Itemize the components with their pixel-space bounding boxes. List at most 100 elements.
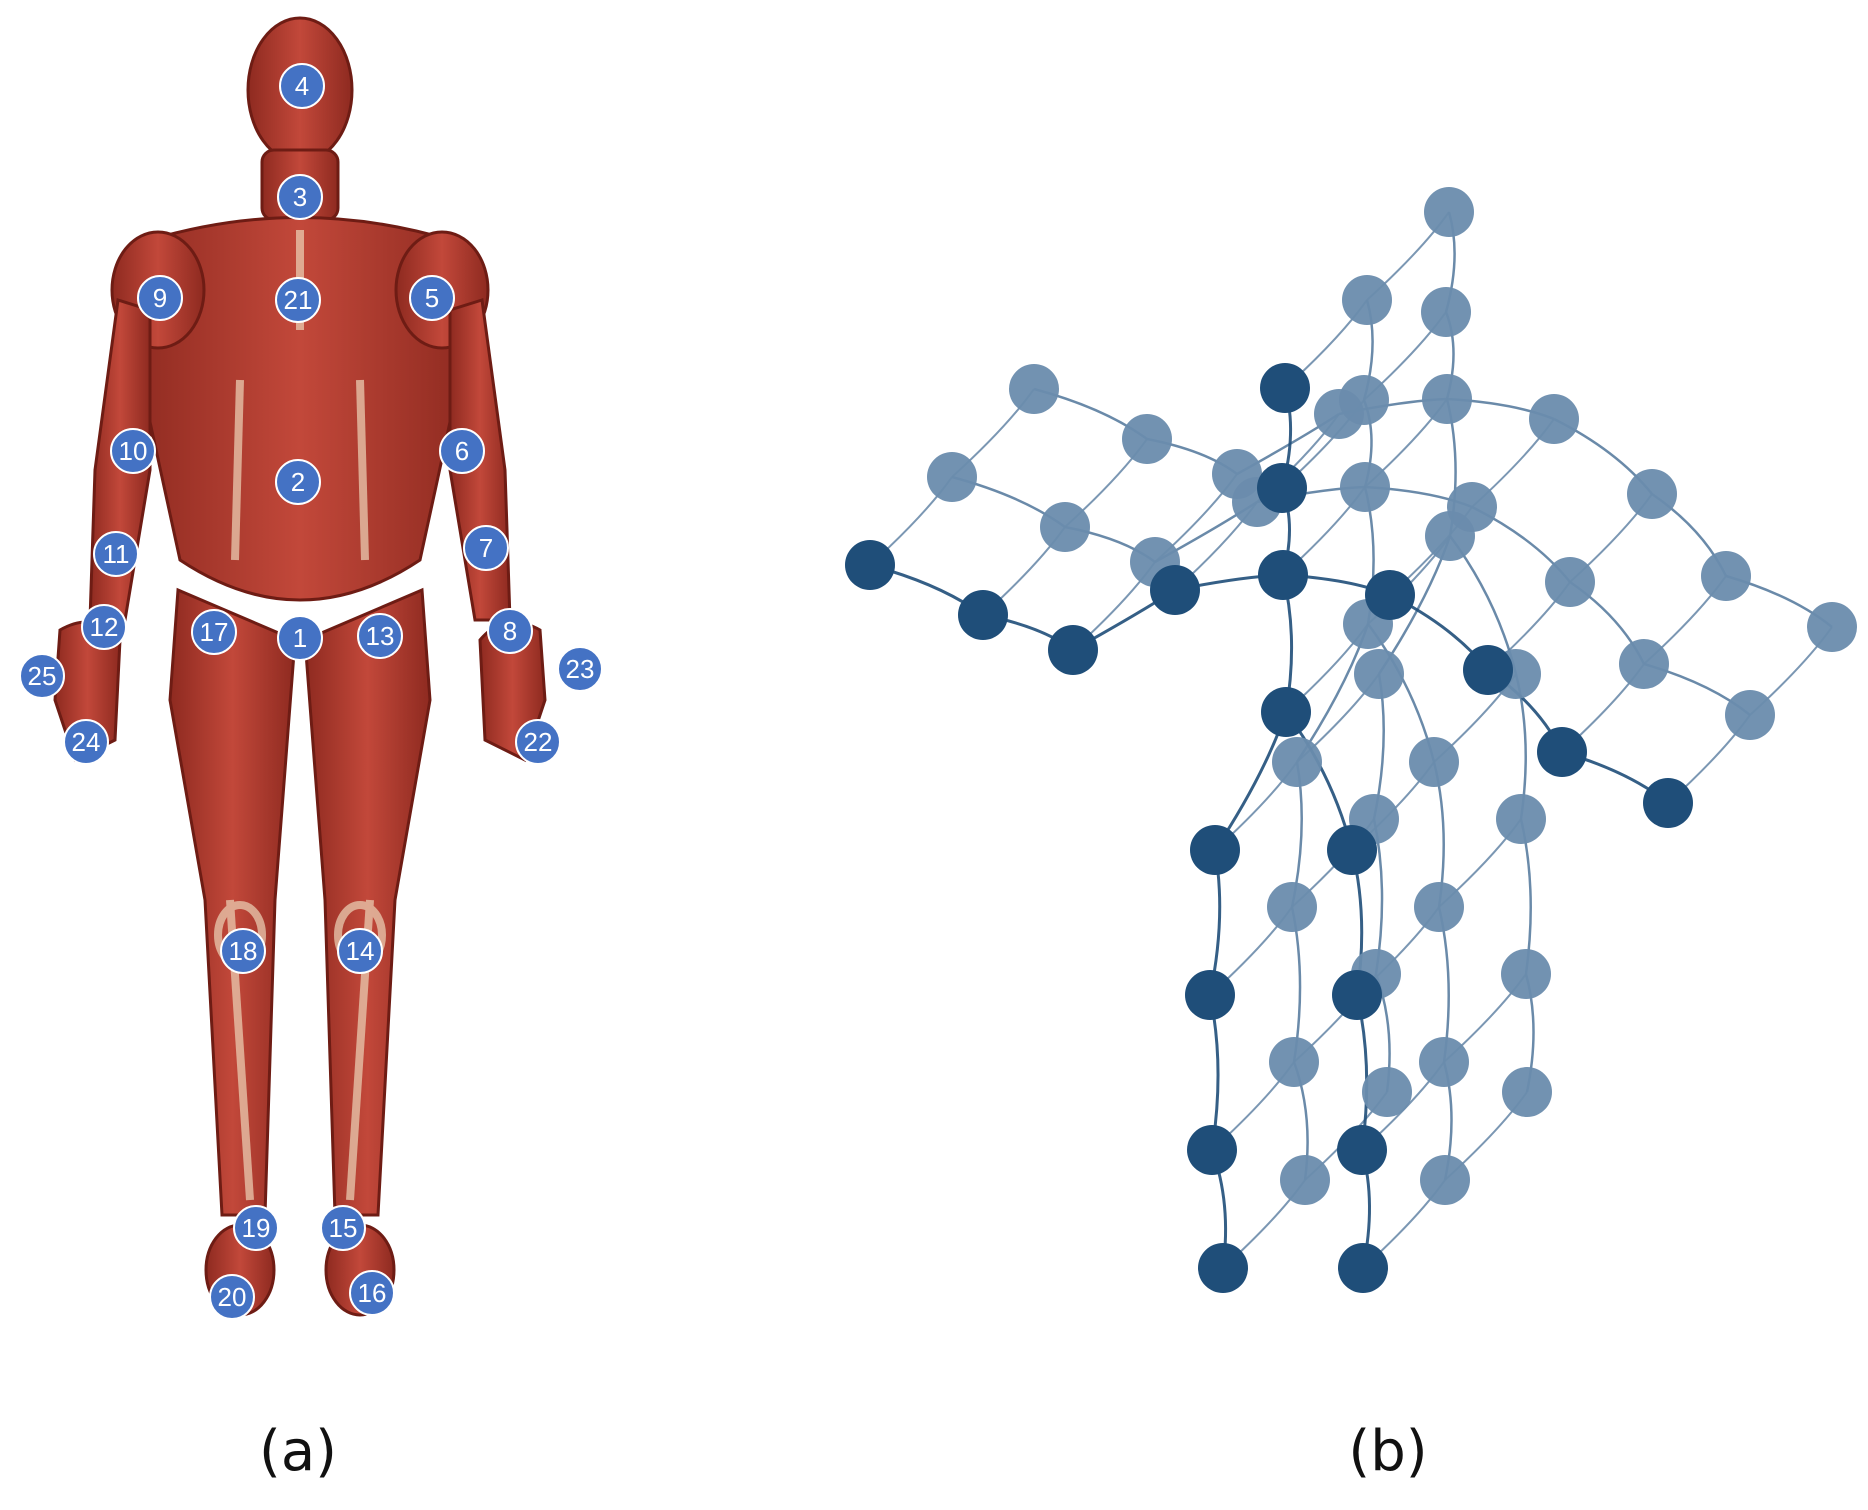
joint-label: 25 xyxy=(28,661,57,691)
graph-node xyxy=(1447,482,1497,532)
graph-node xyxy=(1340,462,1390,512)
graph-node xyxy=(1048,625,1098,675)
joint-marker: 6 xyxy=(439,428,485,474)
joint-marker-circle xyxy=(337,928,383,974)
joint-label: 8 xyxy=(503,616,517,646)
graph-node xyxy=(845,540,895,590)
joint-label: 7 xyxy=(479,533,493,563)
graph-node xyxy=(1419,1037,1469,1087)
graph-node xyxy=(1150,565,1200,615)
graph-node xyxy=(1280,1155,1330,1205)
graph-node xyxy=(1362,1067,1412,1117)
joint-label: 2 xyxy=(291,467,305,497)
joint-label: 23 xyxy=(566,654,595,684)
graph-node xyxy=(1463,645,1513,695)
joint-marker-circle xyxy=(557,646,603,692)
graph-node xyxy=(1339,375,1389,425)
joint-marker-circle xyxy=(277,174,323,220)
joint-label: 1 xyxy=(293,623,307,653)
joint-marker-circle xyxy=(409,275,455,321)
joint-marker: 3 xyxy=(277,174,323,220)
joint-marker-circle xyxy=(349,1270,395,1316)
joint-label: 10 xyxy=(119,436,148,466)
joint-marker: 25 xyxy=(19,653,65,699)
joint-label: 6 xyxy=(455,436,469,466)
graph-node xyxy=(1501,949,1551,999)
graph-node xyxy=(1185,970,1235,1020)
graph-node xyxy=(1496,794,1546,844)
graph-node xyxy=(1040,502,1090,552)
joint-marker: 22 xyxy=(515,719,561,765)
joint-label: 11 xyxy=(103,539,130,569)
graph-node xyxy=(1643,778,1693,828)
graph-nodes xyxy=(845,187,1857,1293)
graph-node xyxy=(958,590,1008,640)
graph-node xyxy=(1190,825,1240,875)
joint-label: 24 xyxy=(72,727,101,757)
joint-label: 21 xyxy=(284,285,313,315)
joint-label: 9 xyxy=(153,283,167,313)
joint-marker-circle xyxy=(463,525,509,571)
graph-node xyxy=(1422,374,1472,424)
joint-marker: 4 xyxy=(279,63,325,109)
joint-marker-circle xyxy=(439,428,485,474)
joint-marker: 23 xyxy=(557,646,603,692)
joint-marker-circle xyxy=(515,719,561,765)
graph-node xyxy=(1267,882,1317,932)
graph-node xyxy=(1725,690,1775,740)
graph-node xyxy=(1529,394,1579,444)
graph-node xyxy=(1807,602,1857,652)
joint-label: 3 xyxy=(293,182,307,212)
joint-marker: 19 xyxy=(233,1205,279,1251)
joint-marker: 10 xyxy=(110,428,156,474)
graph-node xyxy=(1421,287,1471,337)
joint-label: 12 xyxy=(90,612,119,642)
joint-label: 14 xyxy=(346,936,375,966)
graph-node xyxy=(1420,1155,1470,1205)
graph-node xyxy=(1269,1037,1319,1087)
graph-node xyxy=(1258,550,1308,600)
joint-marker: 17 xyxy=(191,609,237,655)
joint-marker-circle xyxy=(233,1205,279,1251)
joint-marker-circle xyxy=(357,613,403,659)
joint-marker: 24 xyxy=(63,719,109,765)
graph-node xyxy=(1187,1125,1237,1175)
joint-marker-circle xyxy=(93,531,139,577)
joint-marker-circle xyxy=(110,428,156,474)
graph-node xyxy=(1502,1067,1552,1117)
joint-marker: 8 xyxy=(487,608,533,654)
joint-label: 18 xyxy=(229,936,258,966)
caption-b: (b) xyxy=(1348,1419,1427,1484)
joint-marker: 11 xyxy=(93,531,139,577)
graph-node xyxy=(1009,364,1059,414)
joint-marker-circle xyxy=(320,1205,366,1251)
joint-label: 22 xyxy=(524,727,553,757)
joint-marker: 21 xyxy=(275,277,321,323)
joint-marker-circle xyxy=(277,615,323,661)
joint-marker: 7 xyxy=(463,525,509,571)
joint-marker-circle xyxy=(279,63,325,109)
graph-edges xyxy=(869,211,1833,1269)
caption-a: (a) xyxy=(259,1419,337,1484)
graph-node xyxy=(1261,687,1311,737)
joint-marker: 15 xyxy=(320,1205,366,1251)
graph-node xyxy=(1338,1243,1388,1293)
panel-b-skeleton-graph xyxy=(845,187,1857,1293)
graph-node xyxy=(1424,187,1474,237)
joint-marker-circle xyxy=(63,719,109,765)
joint-label: 15 xyxy=(329,1213,358,1243)
joint-marker-circle xyxy=(81,604,127,650)
joint-marker-circle xyxy=(275,277,321,323)
joint-marker: 1 xyxy=(277,615,323,661)
joint-marker: 13 xyxy=(357,613,403,659)
graph-node xyxy=(1337,1125,1387,1175)
joint-marker-circle xyxy=(487,608,533,654)
joint-marker-circle xyxy=(209,1274,255,1320)
joint-marker: 14 xyxy=(337,928,383,974)
joint-marker: 5 xyxy=(409,275,455,321)
joint-marker-circle xyxy=(19,653,65,699)
joint-marker-circle xyxy=(220,928,266,974)
graph-node xyxy=(1414,882,1464,932)
